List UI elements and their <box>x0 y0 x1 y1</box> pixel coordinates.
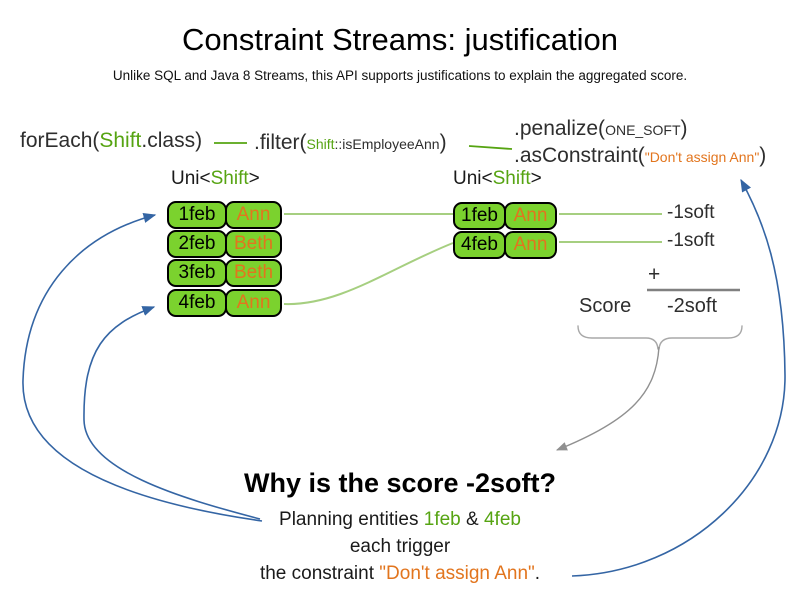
score-brace-right <box>658 325 743 350</box>
uni-type: Shift <box>492 168 531 189</box>
line1-pre: Planning entities <box>279 509 424 530</box>
code-asconstraint: .asConstraint("Don't assign Ann") <box>514 143 766 170</box>
code-asconstraint-pre: .asConstraint( <box>514 144 645 167</box>
arrow-score-to-why-icon <box>555 346 660 451</box>
code-filter: .filter(Shift::isEmployeeAnn) <box>254 131 447 155</box>
table-row: 2feb Beth <box>167 230 282 258</box>
line3-pre: the constraint <box>259 563 380 584</box>
uni-post: > <box>530 168 542 189</box>
shift-employee-cell: Beth <box>225 230 282 258</box>
uni-shift-label-left: Uni<Shift> <box>171 168 260 190</box>
code-penalize-arg: ONE_SOFT <box>605 122 681 138</box>
uni-pre: Uni< <box>171 168 211 189</box>
table-row: 1feb Ann <box>167 201 282 229</box>
code-filter-pre: .filter( <box>254 131 307 154</box>
arrow-entity1-to-1feb-icon <box>22 213 263 522</box>
shift-date-cell: 4feb <box>453 231 506 259</box>
code-asconstraint-post: ) <box>759 144 767 167</box>
uni-post: > <box>248 168 260 189</box>
code-penalize-post: ) <box>680 117 688 140</box>
shift-employee-cell: Beth <box>225 259 282 287</box>
explanation-line1: Planning entities 1feb & 4feb <box>0 509 800 531</box>
page-subtitle: Unlike SQL and Java 8 Streams, this API … <box>112 68 688 83</box>
shift-date-cell: 2feb <box>167 230 227 258</box>
uni-type: Shift <box>210 168 249 189</box>
table-row: 1feb Ann <box>453 202 557 230</box>
penalty-value-1: -1soft <box>667 202 715 223</box>
code-penalize-pre: .penalize( <box>514 117 606 140</box>
shift-date-cell: 1feb <box>453 202 506 230</box>
explanation-line3: the constraint "Don't assign Ann". <box>0 563 800 585</box>
code-filter-arg-class: Shift <box>306 136 335 152</box>
table-row: 3feb Beth <box>167 259 282 287</box>
code-penalize-block: .penalize(ONE_SOFT) .asConstraint("Don't… <box>514 116 766 170</box>
ampersand: & <box>460 509 484 530</box>
constraint-name: "Don't assign Ann" <box>379 563 535 584</box>
code-foreach-pre: forEach( <box>20 129 100 152</box>
left-stream-table: 1feb Ann 2feb Beth 3feb Beth 4feb Ann <box>167 201 282 318</box>
table-row: 4feb Ann <box>167 289 282 317</box>
entity1: 1feb <box>423 509 461 530</box>
score-total: -2soft <box>667 295 718 317</box>
connector-filter-penalize <box>468 145 513 150</box>
table-row: 4feb Ann <box>453 231 557 259</box>
shift-employee-cell: Ann <box>504 231 557 259</box>
shift-date-cell: 3feb <box>167 259 227 287</box>
score-label: Score <box>579 295 632 317</box>
penalty-value-2: -1soft <box>667 230 715 251</box>
code-penalize: .penalize(ONE_SOFT) <box>514 116 766 143</box>
code-filter-post: ) <box>439 131 447 154</box>
arrow-constraint-to-asconstraint-icon <box>571 178 786 577</box>
shift-date-cell: 1feb <box>167 201 227 229</box>
score-brace-left <box>577 325 659 350</box>
shift-employee-cell: Ann <box>504 202 557 230</box>
shift-date-cell: 4feb <box>167 289 227 317</box>
code-foreach-arg: Shift <box>99 129 142 152</box>
uni-shift-label-right: Uni<Shift> <box>453 168 542 190</box>
code-foreach: forEach(Shift.class) <box>20 129 202 153</box>
why-heading: Why is the score -2soft? <box>243 468 557 498</box>
code-foreach-post: .class) <box>141 129 203 152</box>
uni-pre: Uni< <box>453 168 493 189</box>
shift-employee-cell: Ann <box>225 201 282 229</box>
connector-4feb-stream <box>283 242 454 306</box>
plus-sign: + <box>648 263 661 286</box>
code-filter-arg-method: ::isEmployeeAnn <box>334 136 440 152</box>
right-stream-table: 1feb Ann 4feb Ann <box>453 202 557 260</box>
explanation-line2: each trigger <box>349 536 451 557</box>
shift-employee-cell: Ann <box>225 289 282 317</box>
line3-end: . <box>534 563 541 584</box>
page-title: Constraint Streams: justification <box>182 22 618 57</box>
entity2: 4feb <box>483 509 521 530</box>
code-asconstraint-arg: "Don't assign Ann" <box>644 149 760 165</box>
arrow-entity2-to-4feb-icon <box>83 306 261 520</box>
